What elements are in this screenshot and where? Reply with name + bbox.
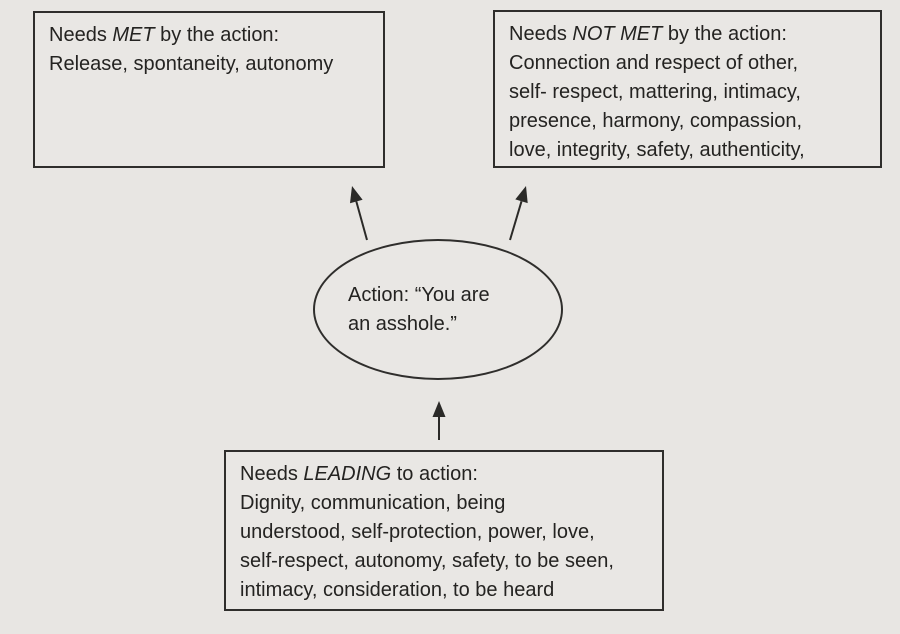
arrow-to-met-icon (350, 186, 368, 241)
needs-not-met-body-line: self- respect, mattering, intimacy, (509, 81, 801, 103)
needs-met-body-line: Release, spontaneity, autonomy (49, 53, 334, 75)
action-ellipse: Action: “You are an asshole.” (313, 239, 563, 380)
needs-leading-body-line: Dignity, communication, being (240, 492, 506, 514)
needs-not-met-body-line: love, integrity, safety, authenticity, (509, 139, 805, 161)
needs-not-met-title: Needs NOT MET by the action: (509, 23, 787, 45)
needs-met-title: Needs MET by the action: (49, 24, 280, 46)
needs-leading-body-line: self-respect, autonomy, safety, to be se… (240, 550, 614, 572)
action-text-line: an asshole.” (348, 312, 457, 335)
needs-not-met-box: Needs NOT MET by the action: Connection … (493, 10, 882, 168)
arrow-to-not-met-icon (509, 186, 528, 241)
needs-leading-body-line: understood, self-protection, power, love… (240, 521, 595, 543)
needs-leading-body-line: intimacy, consideration, to be heard (240, 579, 555, 601)
needs-met-box: Needs MET by the action: Release, sponta… (33, 11, 385, 168)
needs-leading-box: Needs LEADING to action: Dignity, commun… (224, 450, 664, 611)
action-text-line: Action: “You are (348, 283, 490, 306)
needs-not-met-body-line: presence, harmony, compassion, (509, 110, 803, 132)
needs-not-met-body-line: Connection and respect of other, (509, 52, 799, 74)
needs-leading-title: Needs LEADING to action: (240, 463, 478, 485)
arrow-to-action-icon (432, 401, 446, 440)
